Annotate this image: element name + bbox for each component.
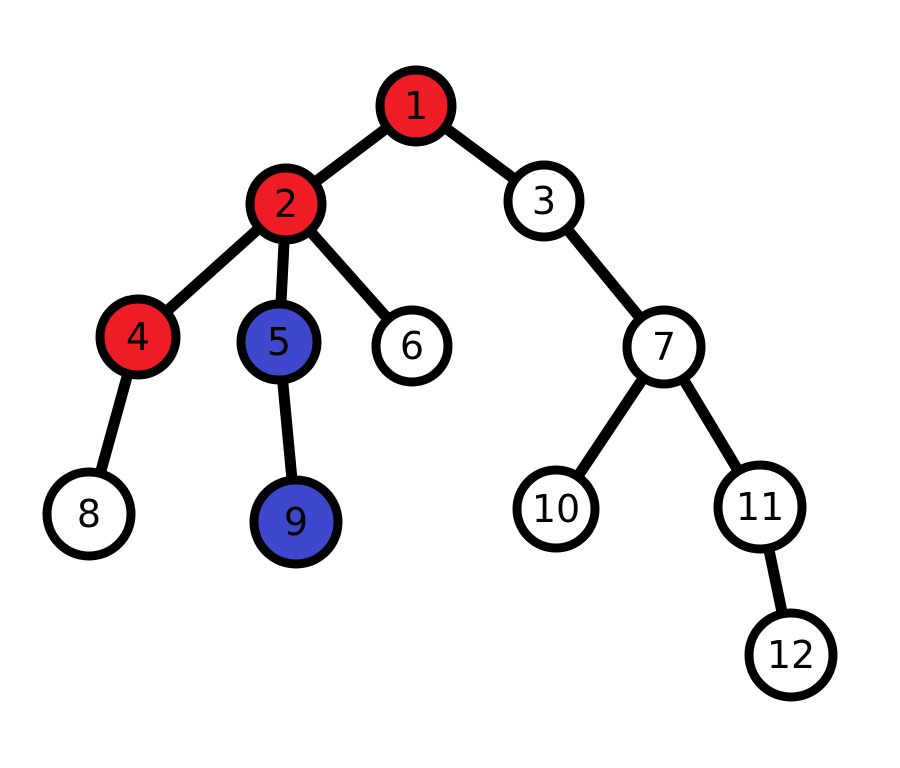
node-11-circle [713,460,807,554]
node-1-label: 1 [404,84,428,128]
node-2-circle [245,163,327,245]
node-2: 2 [245,163,327,245]
node-10-circle [512,465,600,553]
node-4: 4 [95,294,181,380]
node-4-label: 4 [126,315,150,359]
node-7-label: 7 [652,325,676,369]
node-10-label: 10 [532,487,580,531]
node-3-label: 3 [532,179,556,223]
node-4-circle [95,294,181,380]
node-6: 6 [371,305,453,387]
node-10: 10 [512,465,600,553]
node-12-label: 12 [767,633,815,677]
node-9-label: 9 [284,500,308,544]
node-5-circle [236,299,322,385]
node-8-circle [42,467,136,561]
node-11-label: 11 [736,485,784,529]
node-3-circle [503,160,585,242]
node-1: 1 [375,65,457,147]
node-12-circle [744,608,838,702]
node-5: 5 [236,299,322,385]
node-5-label: 5 [267,320,291,364]
node-6-label: 6 [400,324,424,368]
node-11: 11 [713,460,807,554]
node-2-label: 2 [274,182,298,226]
node-12: 12 [744,608,838,702]
node-9-circle [249,475,343,569]
node-8: 8 [42,467,136,561]
node-9: 9 [249,475,343,569]
node-8-label: 8 [77,492,101,536]
node-1-circle [375,65,457,147]
node-7-circle [622,305,706,389]
node-7: 7 [622,305,706,389]
node-6-circle [371,305,453,387]
node-3: 3 [503,160,585,242]
